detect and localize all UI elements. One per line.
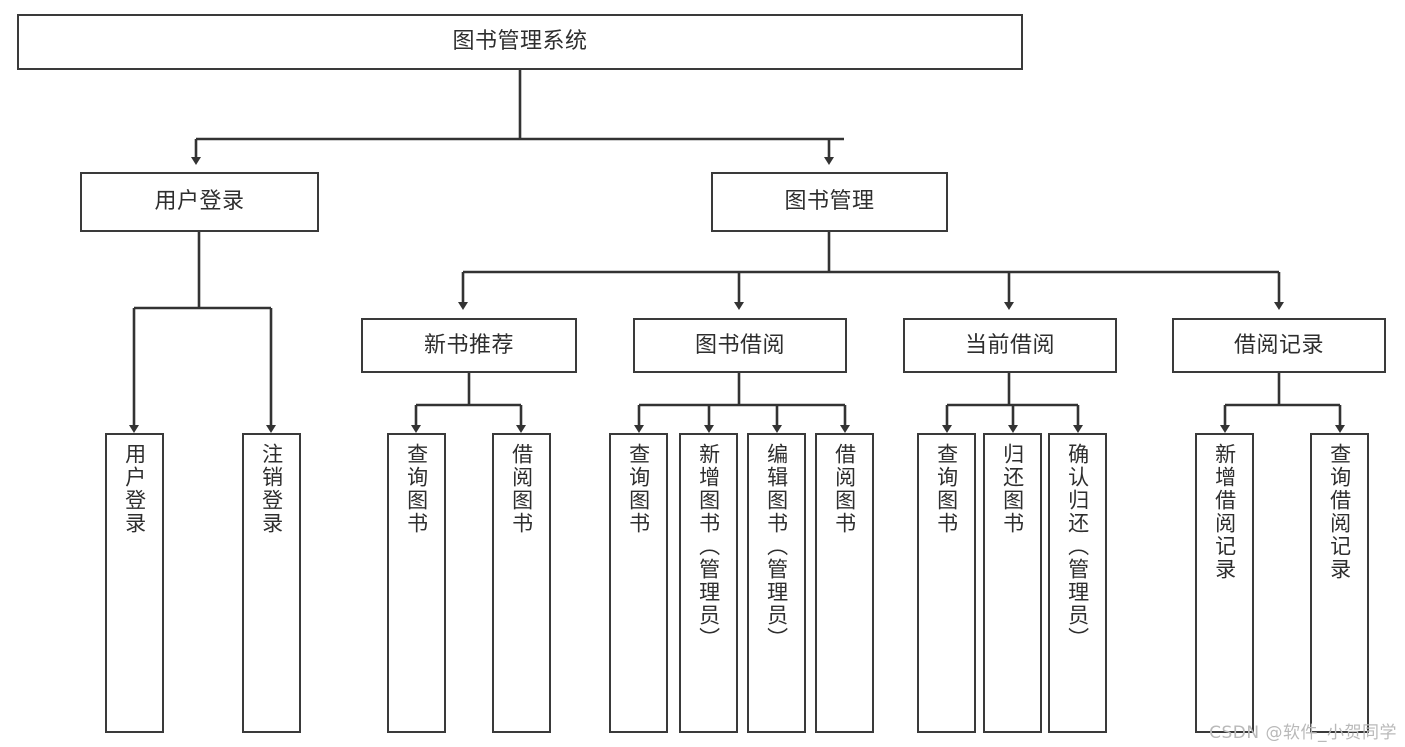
node-book-manage[interactable]: 图书管理 <box>711 172 948 232</box>
node-root-book-management-system[interactable]: 图书管理系统 <box>17 14 1023 70</box>
node-label: 图书管理 <box>784 189 875 215</box>
node-leaf-query-book-new[interactable]: 查询图书 <box>387 433 446 733</box>
node-leaf-edit-book[interactable]: 编辑图书（管理员） <box>747 433 806 733</box>
node-leaf-borrow-book-new[interactable]: 借阅图书 <box>492 433 551 733</box>
node-leaf-query-book-current[interactable]: 查询图书 <box>917 433 976 733</box>
node-label: 编辑图书（管理员） <box>764 443 789 650</box>
node-leaf-borrow-book[interactable]: 借阅图书 <box>815 433 874 733</box>
node-label: 归还图书 <box>1000 443 1025 535</box>
node-label: 新书推荐 <box>423 332 514 358</box>
node-label: 用户登录 <box>154 189 245 215</box>
node-label: 借阅图书 <box>509 443 534 535</box>
node-label: 图书借阅 <box>694 332 785 358</box>
node-leaf-logout-login[interactable]: 注销登录 <box>242 433 301 733</box>
node-label: 当前借阅 <box>964 332 1055 358</box>
node-current-borrow[interactable]: 当前借阅 <box>903 318 1117 373</box>
node-new-book-recommend[interactable]: 新书推荐 <box>361 318 577 373</box>
node-leaf-confirm-return[interactable]: 确认归还（管理员） <box>1048 433 1107 733</box>
node-label: 用户登录 <box>122 443 147 535</box>
node-label: 查询图书 <box>934 443 959 535</box>
node-label: 确认归还（管理员） <box>1065 443 1090 650</box>
node-label: 查询图书 <box>404 443 429 535</box>
node-leaf-return-book[interactable]: 归还图书 <box>983 433 1042 733</box>
node-leaf-add-book[interactable]: 新增图书（管理员） <box>679 433 738 733</box>
node-leaf-query-book-borrow[interactable]: 查询图书 <box>609 433 668 733</box>
node-label: 注销登录 <box>259 443 284 535</box>
node-leaf-add-borrow-record[interactable]: 新增借阅记录 <box>1195 433 1254 733</box>
node-leaf-query-borrow-record[interactable]: 查询借阅记录 <box>1310 433 1369 733</box>
node-label: 借阅记录 <box>1233 332 1324 358</box>
node-label: 图书管理系统 <box>452 29 588 55</box>
node-book-borrow[interactable]: 图书借阅 <box>633 318 847 373</box>
watermark-text: CSDN @软件_小贺同学 <box>1209 723 1397 743</box>
node-label: 新增借阅记录 <box>1212 443 1237 581</box>
node-label: 查询图书 <box>626 443 651 535</box>
node-label: 新增图书（管理员） <box>696 443 721 650</box>
node-label: 借阅图书 <box>832 443 857 535</box>
node-leaf-user-login[interactable]: 用户登录 <box>105 433 164 733</box>
node-user-login[interactable]: 用户登录 <box>80 172 319 232</box>
node-label: 查询借阅记录 <box>1327 443 1352 581</box>
node-borrow-record[interactable]: 借阅记录 <box>1172 318 1386 373</box>
